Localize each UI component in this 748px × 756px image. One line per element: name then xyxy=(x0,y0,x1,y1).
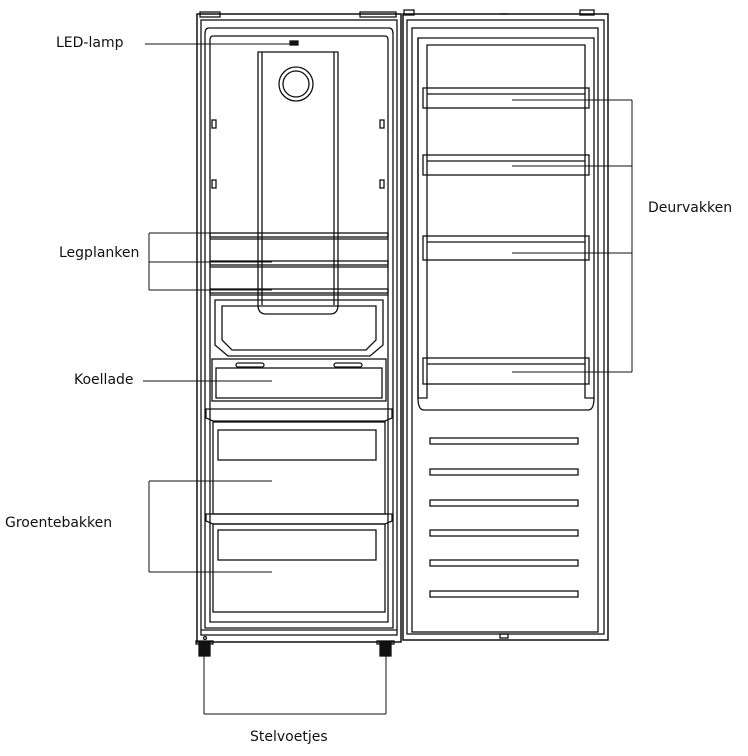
label-stelvoetjes: Stelvoetjes xyxy=(250,729,328,745)
chill-drawer xyxy=(211,358,387,402)
rear-panel xyxy=(214,299,384,357)
adjustable-feet xyxy=(195,640,395,657)
door-balconies xyxy=(422,87,590,385)
shelves xyxy=(209,232,389,296)
vegetable-drawers xyxy=(205,408,393,613)
door-ribs xyxy=(429,437,579,598)
door xyxy=(402,9,609,641)
label-led-lamp: LED-lamp xyxy=(56,35,124,51)
label-groentebakken: Groentebakken xyxy=(5,515,113,531)
label-deurvakken: Deurvakken xyxy=(648,200,733,216)
label-legplanken: Legplanken xyxy=(59,245,140,261)
cabinet xyxy=(196,11,402,643)
fan-icon xyxy=(278,66,314,102)
air-duct-panel xyxy=(257,51,339,315)
leader-lines xyxy=(143,43,633,715)
label-koellade: Koellade xyxy=(74,372,134,388)
led-lamp xyxy=(289,40,299,46)
